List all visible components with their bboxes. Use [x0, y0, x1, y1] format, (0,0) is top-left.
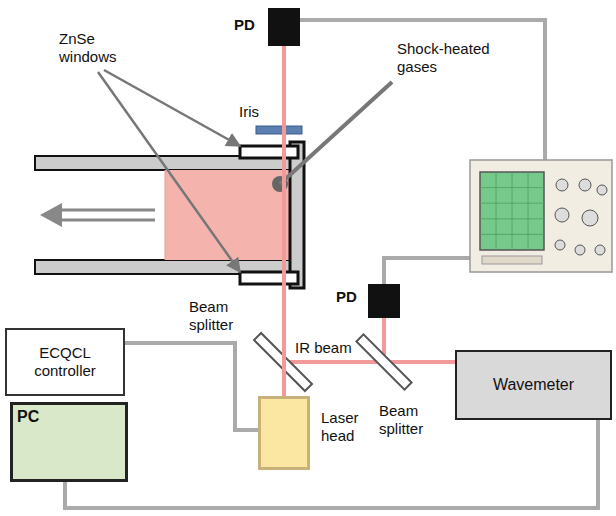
control-strip — [482, 256, 542, 264]
photodetector: PD — [268, 8, 300, 46]
direction-arrow — [58, 209, 155, 212]
oscilloscope — [470, 160, 612, 272]
knob — [597, 185, 607, 195]
grid-line — [480, 203, 544, 204]
beam-splitter — [356, 334, 411, 389]
node-label: ECQCL controller — [7, 344, 123, 380]
controller-box: ECQCL controller — [5, 328, 125, 396]
oscilloscope-screen — [480, 172, 544, 250]
part-label: Beam splitter — [378, 402, 444, 438]
ir-beam — [283, 360, 455, 364]
knob — [595, 245, 605, 255]
grid-line — [480, 218, 544, 219]
signal-wire — [384, 258, 470, 284]
photodetector: PD — [368, 284, 400, 318]
direction-arrow — [58, 219, 155, 222]
knob — [579, 179, 591, 191]
beam-label: IR beam — [294, 339, 353, 357]
signal-wire — [300, 20, 545, 160]
iris — [256, 126, 302, 134]
grid-line — [512, 172, 513, 250]
knob — [575, 245, 585, 255]
grid-line — [480, 234, 544, 235]
grid-line — [528, 172, 529, 250]
beam-splitter-plate — [356, 334, 411, 389]
part-label: Iris — [238, 103, 260, 121]
knob — [555, 208, 569, 222]
node-label: PD — [336, 288, 357, 306]
znse-window — [240, 146, 298, 158]
control-cable — [125, 343, 258, 430]
oscilloscope-body — [470, 160, 612, 272]
shock-heated-region — [165, 170, 290, 260]
grid-line — [496, 172, 497, 250]
part-label: ZnSe windows — [58, 30, 144, 66]
node-label: PC — [17, 407, 129, 426]
part-label: Shock-heated gases — [396, 40, 510, 76]
laser-head-box: Laser head — [258, 396, 310, 470]
laser-beam — [282, 46, 286, 396]
node-label: Wavemeter — [489, 375, 578, 394]
leader-arrow — [98, 72, 240, 272]
znse-window — [240, 272, 298, 284]
wavemeter-box: Wavemeter — [455, 350, 612, 420]
leader-line — [280, 82, 392, 184]
direction-arrow-head — [40, 203, 62, 227]
node-label: Laser head — [321, 409, 373, 445]
knob — [556, 179, 568, 191]
grid-line — [480, 187, 544, 188]
part-label: Beam splitter — [188, 298, 254, 334]
knob — [582, 210, 598, 226]
knob — [555, 240, 565, 250]
shock-front — [165, 170, 166, 260]
screen-grid — [480, 172, 544, 250]
computer-box: PC — [10, 402, 128, 482]
node-label: PD — [234, 16, 255, 34]
